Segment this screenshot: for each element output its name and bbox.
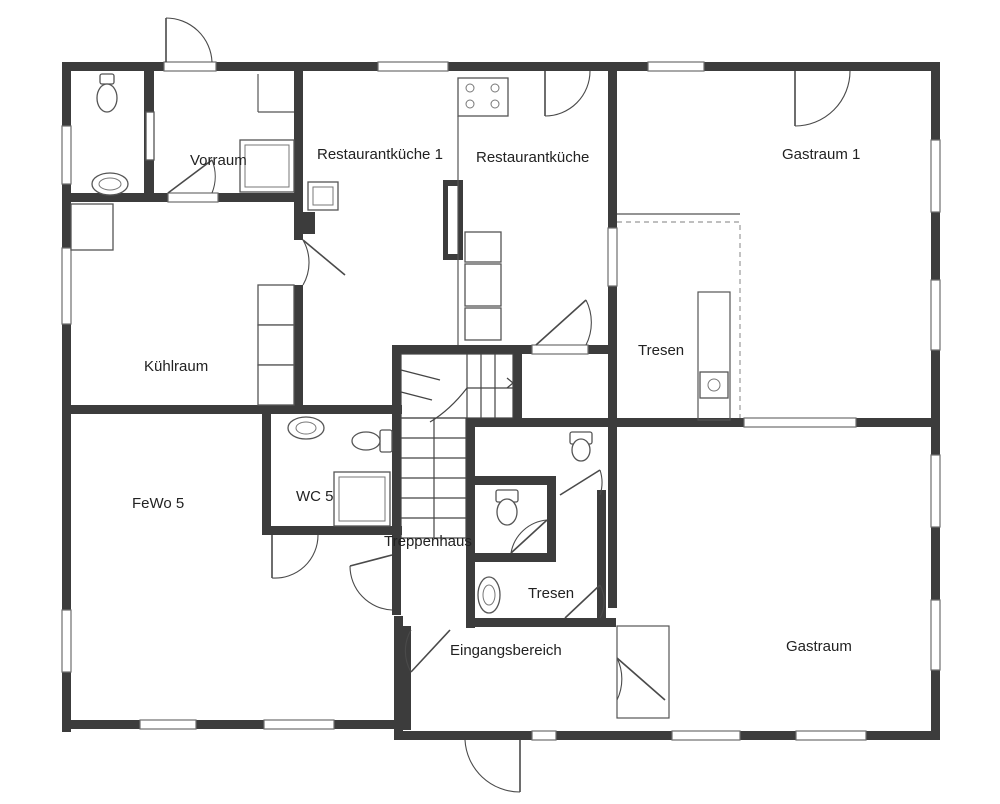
staircase-icon <box>400 353 514 539</box>
kitchen-sink-icon <box>307 181 339 211</box>
stove-icon <box>457 77 509 117</box>
label-treppenhaus: Treppenhaus <box>384 533 472 550</box>
room-labels: Vorraum Restaurantküche 1 Restaurantküch… <box>132 146 860 659</box>
label-eingangsbereich: Eingangsbereich <box>450 642 562 659</box>
windows <box>61 61 941 741</box>
wc5-toilet-icon <box>351 429 393 453</box>
fixtures <box>70 73 741 614</box>
toilet-icon-3 <box>495 489 519 526</box>
wc5-shower-icon <box>333 471 391 527</box>
label-fewo-5: FeWo 5 <box>132 495 184 512</box>
label-gastraum: Gastraum <box>786 638 852 655</box>
label-vorraum: Vorraum <box>190 152 247 169</box>
sink-icon-2 <box>477 576 501 614</box>
triple-sink-icon <box>464 231 502 341</box>
wc5-sink-icon <box>287 416 325 440</box>
label-tresen-upper: Tresen <box>638 342 684 359</box>
label-restaurantkueche-1: Restaurantküche 1 <box>317 146 443 163</box>
toilet-icon <box>96 73 118 113</box>
label-wc-5: WC 5 <box>296 488 334 505</box>
label-gastraum-1: Gastraum 1 <box>782 146 860 163</box>
bar-sink-icon <box>699 371 729 399</box>
sink-icon <box>91 172 129 196</box>
toilet-icon-2 <box>569 431 593 462</box>
label-restaurantkueche: Restaurantküche <box>476 149 589 166</box>
label-kuehlraum: Kühlraum <box>144 358 208 375</box>
shower-icon <box>239 139 295 193</box>
label-tresen-lower: Tresen <box>528 585 574 602</box>
doors <box>165 17 851 793</box>
